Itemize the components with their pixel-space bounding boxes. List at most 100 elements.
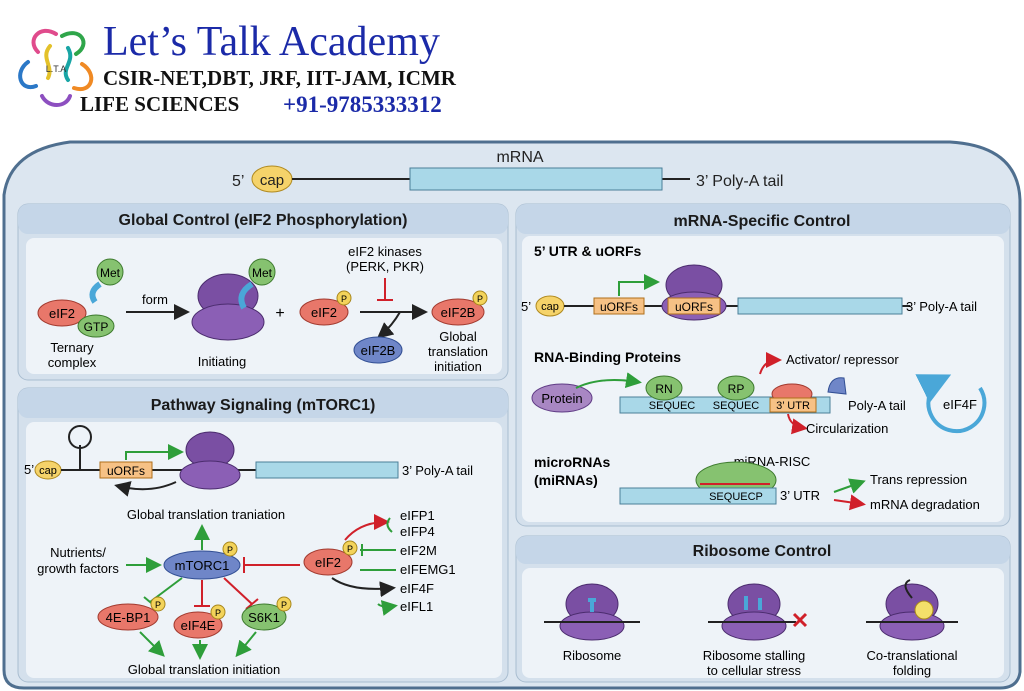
rc-label-1: Ribosome <box>563 648 622 663</box>
sequecp-label: SEQUECP <box>709 491 763 503</box>
pw-global-trans: Global translation traniation <box>127 507 285 522</box>
pw-uorf-box <box>99 461 153 479</box>
mrna-label: mRNA <box>496 149 543 166</box>
mrna-polya-label: 3’ Poly-A tail <box>696 173 783 190</box>
rp-label: RP <box>728 382 745 396</box>
pw-polya-label: 3’ Poly-A tail <box>402 463 473 478</box>
rc-label-3a: Co-translational <box>866 648 957 663</box>
s6k1-label: S6K1 <box>248 610 280 625</box>
4ebp1-phospho <box>150 596 166 612</box>
target-1: eIFP1 <box>400 508 435 523</box>
target-arrow-6 <box>377 600 398 616</box>
circ-label: Circularization <box>806 421 888 436</box>
logo-icon: L.T.A <box>18 28 94 107</box>
pw-eif2-molecule <box>303 548 353 576</box>
eif4f-label: eIF4F <box>943 397 977 412</box>
plus-sign: + <box>275 305 284 322</box>
initiating-label: Initiating <box>198 354 246 369</box>
mirna-title-1: microRNAs <box>534 454 610 470</box>
trna-icon <box>89 281 102 304</box>
ribosome-folding <box>866 579 958 641</box>
target-4: eIFEMG1 <box>400 562 456 577</box>
target-bracket-2 <box>386 517 393 533</box>
met-label: Met <box>100 266 121 280</box>
academy-subject: LIFE SCIENCES <box>80 92 240 116</box>
pw-ribosome-large <box>179 460 241 490</box>
rbp-polya-label: Poly-A tail <box>848 398 906 413</box>
ribosome-control-title: Ribosome Control <box>693 543 832 560</box>
nutrients-line2: growth factors <box>37 561 119 576</box>
ms-five-prime: 5’ <box>521 299 531 314</box>
pathway-title: Pathway Signaling (mTORC1) <box>151 397 376 414</box>
result-line3: initiation <box>434 359 482 374</box>
rc-trna-1-icon <box>588 598 596 612</box>
trna-icon-2 <box>238 281 254 310</box>
rp-molecule <box>717 375 755 401</box>
mirna-utr-label: 3’ UTR <box>780 488 820 503</box>
rn-label: RN <box>655 382 672 396</box>
s6k1-phospho <box>276 596 292 612</box>
rc-trna-2-icon <box>744 596 762 610</box>
protein-arrow <box>575 372 642 389</box>
eif4e-phospho <box>210 604 226 620</box>
ternary-line1: Ternary <box>50 340 94 355</box>
kinases-line1: eIF2 kinases <box>348 244 422 259</box>
rbp-title: RNA-Binding Proteins <box>534 349 681 365</box>
eif4e-label: eIF4E <box>181 618 216 633</box>
stall-x-icon <box>792 612 808 628</box>
gtp-label: GTP <box>84 320 109 334</box>
mirna-mrna <box>619 487 777 505</box>
eif2p-molecule <box>299 298 349 326</box>
met-icon-2 <box>248 258 276 286</box>
rc-ribosome-1-large <box>559 611 625 641</box>
pabp-icon <box>827 377 847 395</box>
rn-molecule <box>645 375 683 401</box>
academy-subtitle: CSIR-NET,DBT, JRF, IIT-JAM, ICMR <box>103 66 456 90</box>
rc-ribosome-3-large <box>879 611 945 641</box>
mrna-five-prime: 5’ <box>232 173 244 190</box>
ribosome-control-header <box>516 536 1010 564</box>
pw-coding-region <box>255 461 399 479</box>
target-6: eIFL1 <box>400 599 433 614</box>
mrna-specific-header <box>516 204 1010 234</box>
phospho-label: P <box>341 294 347 304</box>
ms-polya-label: 3’ Poly-A tail <box>906 299 977 314</box>
phospho-badge <box>336 290 352 306</box>
eif2-label: eIF2 <box>49 306 75 321</box>
degradation-label: mRNA degradation <box>870 497 980 512</box>
pw-cap-label: cap <box>39 465 57 477</box>
s6k1-molecule <box>241 603 287 631</box>
activator-label: Activator/ repressor <box>786 352 899 367</box>
ms-uorf2-box <box>667 297 721 315</box>
sequec1-label: SEQUEC <box>649 400 696 412</box>
header: L.T.A Let’s Talk Academy CSIR-NET,DBT, J… <box>0 0 1024 125</box>
mrna-coding-region <box>409 167 663 191</box>
degradation-arrow <box>833 494 866 511</box>
s6k-inhibit-bar <box>245 598 259 610</box>
form-label: form <box>142 292 168 307</box>
4ebp1-phospho-label: P <box>155 600 161 610</box>
logo-text: L.T.A <box>46 64 67 74</box>
mtorc1-label: mTORC1 <box>175 558 230 573</box>
pw-eif2-label: eIF2 <box>315 555 341 570</box>
rc-ribosome-2-large <box>721 611 787 641</box>
target-3: eIF2M <box>400 543 437 558</box>
4ebp1-label: 4E-BP1 <box>106 610 151 625</box>
eif4e-phospho-label: P <box>215 608 221 618</box>
pw-eif2-phospho-label: P <box>347 544 353 554</box>
ms-cap-label: cap <box>541 301 559 313</box>
result-line2: translation <box>428 344 488 359</box>
target-2: eIFP4 <box>400 524 435 539</box>
result-line1: Global <box>439 329 477 344</box>
eif2p-label: eIF2 <box>311 305 337 320</box>
hairpin-loop-icon <box>68 425 92 449</box>
mrna-specific-title: mRNA-Specific Control <box>674 213 851 230</box>
eif2b-p-label: eIF2B <box>441 305 476 320</box>
pw-bottom-label: Global translation initiation <box>128 662 280 677</box>
pw-uorf-arrow <box>125 444 184 460</box>
s6k1-phospho-label: P <box>281 600 287 610</box>
nutrients-line1: Nutrients/ <box>50 545 106 560</box>
s6k-down-arrow <box>235 631 257 658</box>
activator-arrow <box>759 352 782 375</box>
